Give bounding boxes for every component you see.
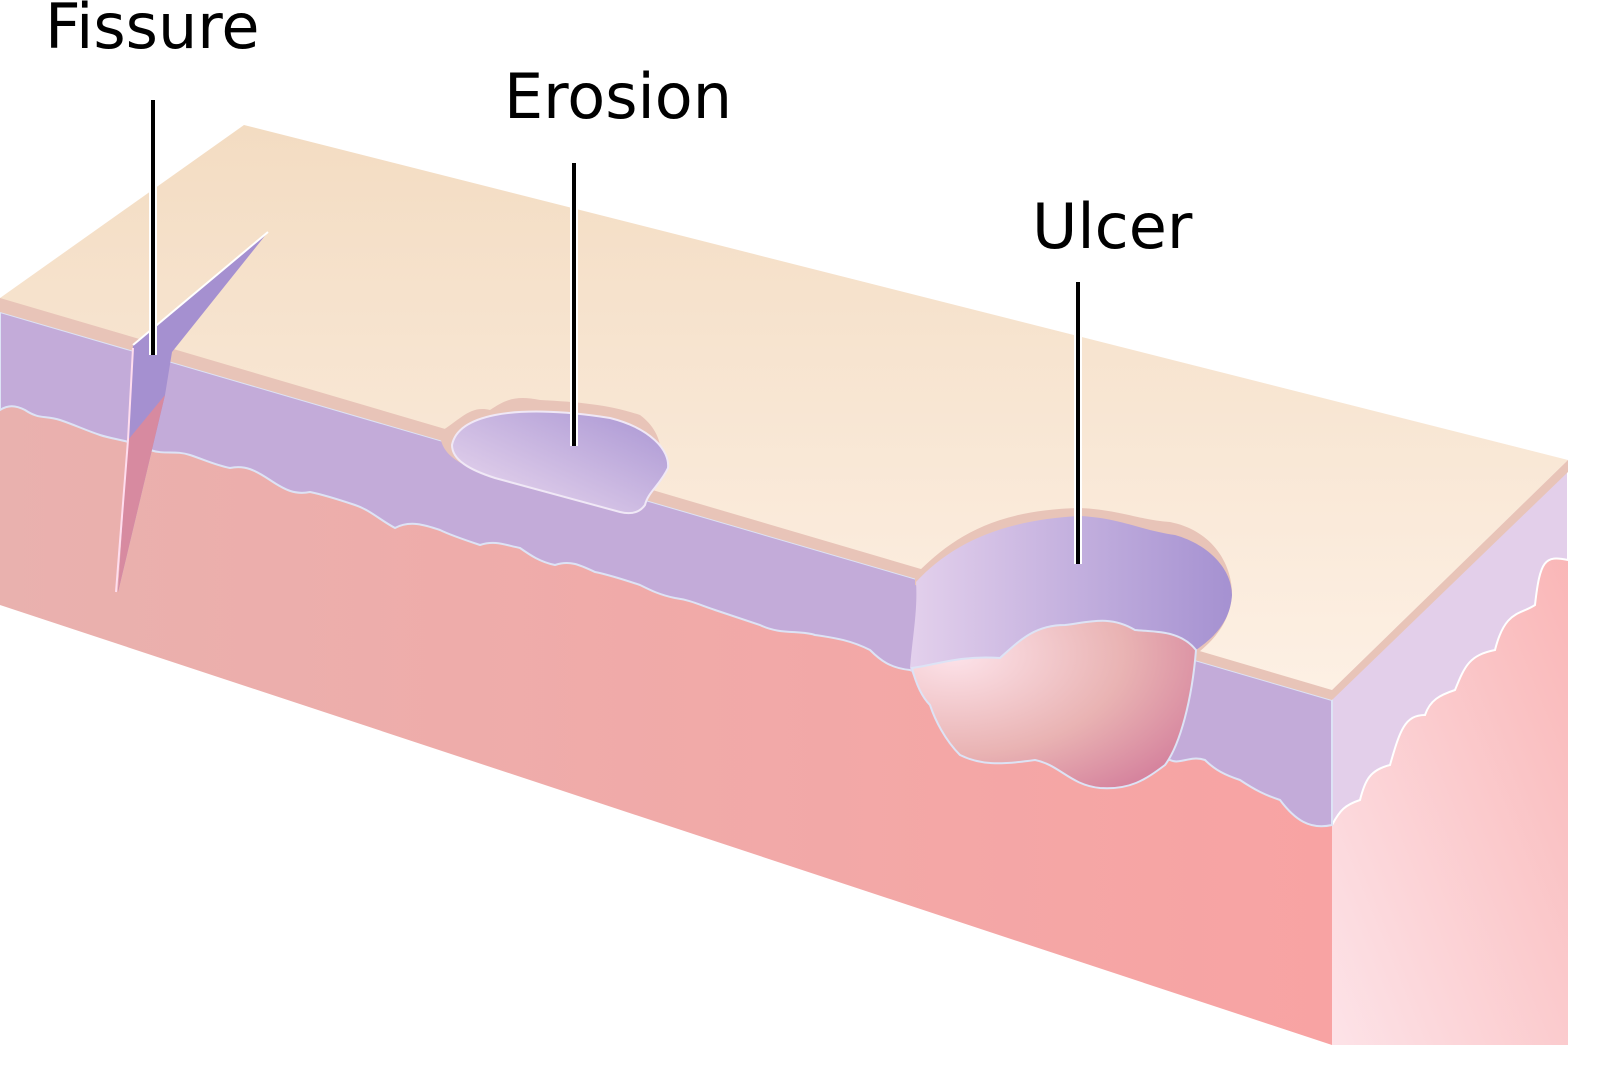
erosion-label: Erosion bbox=[504, 60, 732, 133]
fissure-label: Fissure bbox=[45, 0, 260, 63]
erosion-lesion bbox=[440, 398, 670, 515]
block-side-face bbox=[1331, 467, 1569, 1045]
ulcer-lesion bbox=[910, 508, 1232, 790]
fissure-lesion bbox=[115, 231, 269, 593]
pointer-lines bbox=[149, 100, 1082, 564]
ulcer-label: Ulcer bbox=[1032, 190, 1193, 263]
